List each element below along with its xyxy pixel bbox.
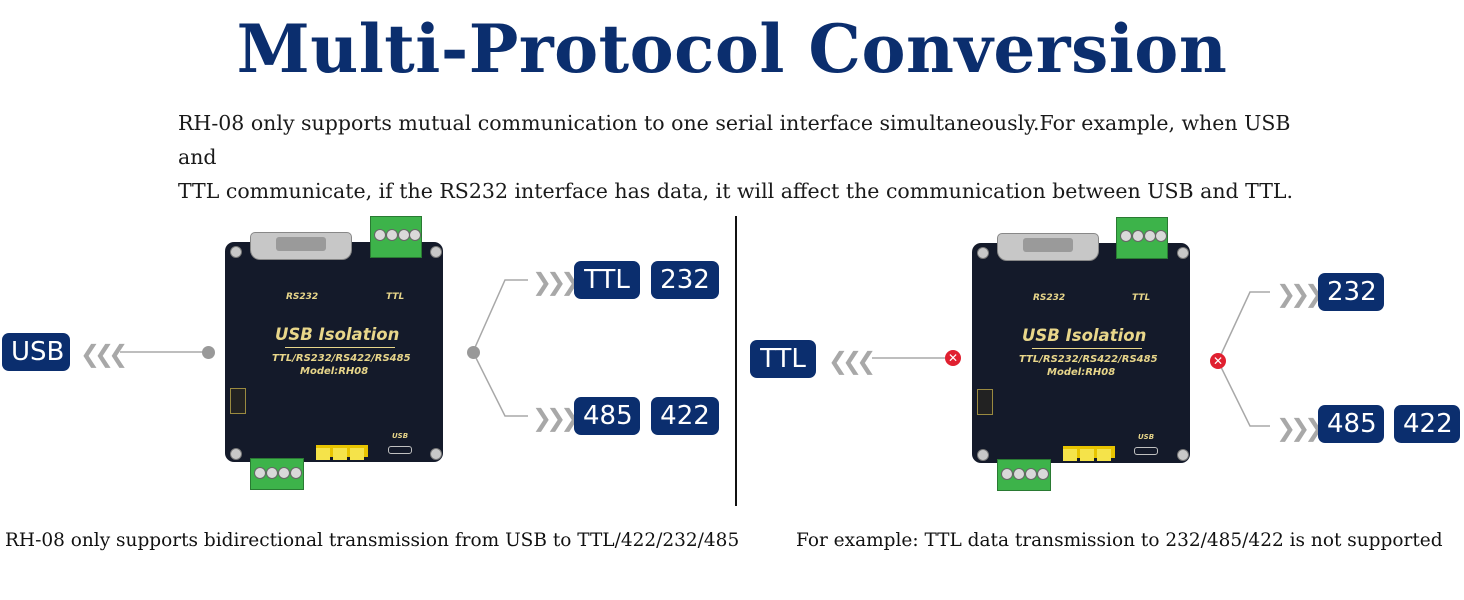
chevron-right-icon: ❯❯❯ [532, 404, 580, 432]
chevron-left-icon: ❮❮❮ [80, 340, 128, 368]
rs485-tag: 485 [574, 397, 640, 435]
board-title: USB Isolation [275, 325, 400, 344]
mount-hole [977, 449, 989, 461]
board-title: USB Isolation [1022, 326, 1147, 345]
chevron-left-icon: ❮❮❮ [828, 347, 876, 375]
termination-switch [230, 388, 246, 414]
left-fork-line [472, 279, 528, 417]
mount-hole [1177, 449, 1189, 461]
db9-connector [997, 233, 1099, 261]
ttl-terminal-block [1116, 217, 1168, 259]
rs485-tag-right: 485 [1318, 405, 1384, 443]
usb-port [388, 446, 412, 454]
pcb [225, 242, 443, 462]
page-title: Multi-Protocol Conversion [236, 10, 1228, 88]
board-subtitle: TTL/RS232/RS422/RS485 [1019, 354, 1158, 365]
mount-hole [1177, 247, 1189, 259]
board-subtitle: TTL/RS232/RS422/RS485 [272, 353, 411, 364]
blocked-x-icon: ✕ [1210, 353, 1226, 369]
mount-hole [977, 247, 989, 259]
ttl-label: TTL [386, 292, 405, 302]
board-model: Model:RH08 [300, 366, 369, 377]
led-indicators [316, 445, 368, 460]
led-indicators [1063, 446, 1115, 461]
mount-hole [430, 246, 442, 258]
usb-port-label: USB [1138, 433, 1155, 441]
ttl-label: TTL [1132, 293, 1151, 303]
chevron-right-icon: ❯❯❯ [1276, 414, 1324, 442]
ttl-tag: TTL [574, 261, 640, 299]
rs485-terminal-block [250, 458, 304, 490]
usb-port-label: USB [392, 432, 409, 440]
rs232-tag-right: 232 [1318, 273, 1384, 311]
connection-dot [467, 346, 480, 359]
mount-hole [230, 448, 242, 460]
board-model: Model:RH08 [1047, 367, 1116, 378]
rs422-tag-right: 422 [1394, 405, 1460, 443]
rs422-tag: 422 [651, 397, 719, 435]
rs232-tag: 232 [651, 261, 719, 299]
ttl-terminal-block [370, 216, 422, 258]
chevron-right-icon: ❯❯❯ [1276, 280, 1324, 308]
chevron-right-icon: ❯❯❯ [532, 268, 580, 296]
panel-divider [735, 216, 737, 506]
mount-hole [430, 448, 442, 460]
termination-switch [977, 389, 993, 415]
description-line-1: RH-08 only supports mutual communication… [178, 111, 1291, 169]
db9-connector [250, 232, 352, 260]
right-caption: For example: TTL data transmission to 23… [796, 530, 1443, 551]
rs485-terminal-block [997, 459, 1051, 491]
left-caption: RH-08 only supports bidirectional transm… [5, 530, 740, 551]
connection-dot [202, 346, 215, 359]
usb-port [1134, 447, 1158, 455]
mount-hole [230, 246, 242, 258]
description-line-2: TTL communicate, if the RS232 interface … [178, 179, 1294, 203]
rs232-label: RS232 [286, 292, 319, 302]
usb-tag: USB [2, 333, 70, 371]
ttl-source-tag: TTL [750, 340, 816, 378]
pcb [972, 243, 1190, 463]
rs232-label: RS232 [1033, 293, 1066, 303]
blocked-x-icon: ✕ [945, 350, 961, 366]
description: RH-08 only supports mutual communication… [178, 106, 1318, 208]
